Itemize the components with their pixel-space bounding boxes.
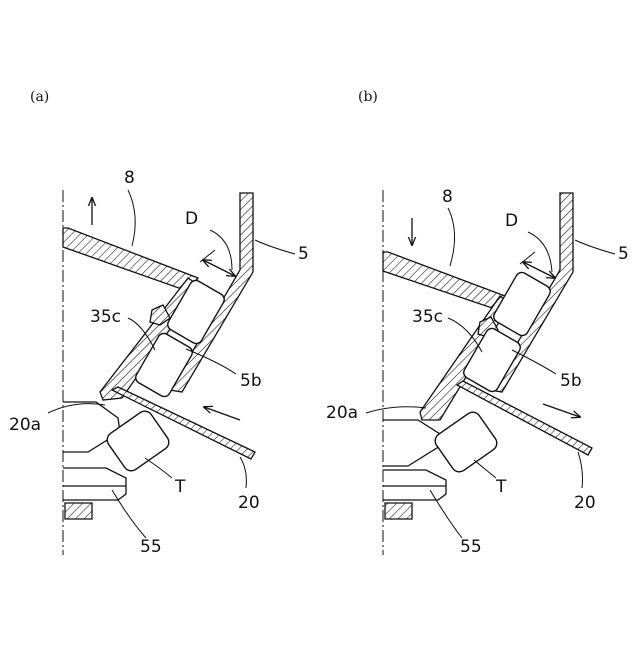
panel-b-roller-upper [492, 270, 553, 337]
panel-b-label-35c: 35c [412, 307, 443, 327]
panel-a-leader-20a [48, 404, 105, 413]
panel-a-arm-8 [63, 228, 198, 292]
panel-a-roller-upper [166, 278, 227, 345]
panel-a-leader-T [145, 458, 172, 478]
panel-a-label-8: 8 [124, 168, 135, 188]
panel-a-ext-D [200, 250, 215, 262]
panel-b-roller-lower [462, 326, 523, 393]
panel-b-label-T: T [495, 477, 507, 497]
panel-a-foot [65, 503, 92, 519]
panel-b-label-5: 5 [618, 244, 629, 264]
panel-b-leader-55 [430, 490, 462, 538]
panel-a-leader-D [210, 230, 232, 270]
panel-b-leader-T [474, 460, 496, 478]
panel-b-leader-20 [578, 452, 583, 488]
panel-b-label-8: 8 [442, 187, 453, 207]
panel-b-label-20a: 20a [326, 403, 358, 423]
panel-a-leader-5 [255, 240, 295, 254]
panel-a-dimension-D [203, 260, 235, 276]
panel-b-label-D: D [505, 211, 518, 231]
panel-a-part-T [104, 408, 172, 474]
panel-a-label-20: 20 [238, 493, 260, 513]
panel-b-label-55: 55 [460, 537, 482, 557]
panel-b-plate-arrow [543, 404, 580, 417]
panel-b-label-5b: 5b [560, 371, 582, 391]
panel-b-foot [385, 503, 412, 519]
panel-a-leader-55 [112, 490, 146, 538]
panel-b-leader-8 [448, 208, 455, 266]
panel-a-plate-arrow [204, 407, 240, 420]
panel-a-label-T: T [174, 477, 186, 497]
panel-a-leader-20 [240, 457, 246, 488]
panel-a-label-5: 5 [298, 244, 309, 264]
panel-b-leader-20a [366, 407, 426, 413]
panel-b-ext-D [520, 252, 535, 264]
panel-a-label-D: D [185, 209, 198, 229]
panel-b-base-55 [383, 470, 446, 500]
panel-a-label-55: 55 [140, 537, 162, 557]
panel-a-base-55 [63, 468, 126, 500]
panel-a-label-20a: 20a [9, 415, 41, 435]
panel-b-body-20a [383, 420, 440, 466]
panel-b-leader-5 [575, 240, 615, 254]
panel-b-label-20: 20 [574, 493, 596, 513]
panel-a-leader-8 [128, 190, 135, 246]
panel-b-caption: (b) [358, 89, 378, 105]
panel-a-label-35c: 35c [90, 307, 121, 327]
panel-a: (a) [9, 89, 309, 557]
panel-a-label-5b: 5b [240, 371, 262, 391]
panel-b: (b) 8 D 5 35c 5b 20a T [326, 89, 629, 557]
panel-a-caption: (a) [30, 89, 49, 105]
panel-b-part-T [432, 409, 500, 475]
panel-b-arm-8 [383, 252, 505, 310]
